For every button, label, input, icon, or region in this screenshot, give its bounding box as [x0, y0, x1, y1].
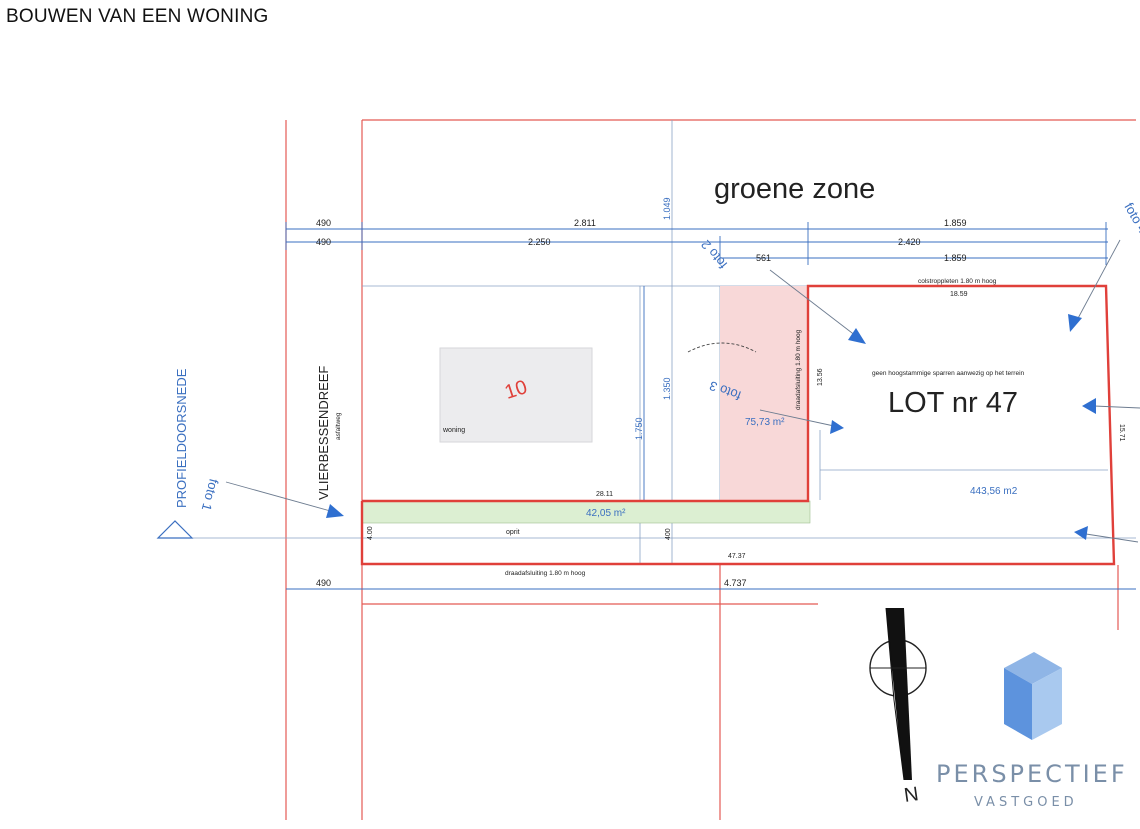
brand-name: PERSPECTIEF: [936, 760, 1128, 788]
compass-label: N: [903, 783, 920, 807]
lot-note: geen hoogstammige sparren aanwezig op he…: [872, 370, 1025, 377]
driveway-area: 42,05 m²: [586, 508, 626, 519]
page-title: BOUWEN VAN EEN WONING: [6, 6, 269, 27]
dim-47-37: 47.37: [728, 553, 746, 560]
dim-400: 400: [665, 528, 672, 540]
house-label: woning: [442, 427, 465, 434]
dim-1859-a: 1.859: [944, 218, 967, 228]
zone-label: groene zone: [714, 173, 875, 205]
dim-13-56: 13.56: [817, 368, 824, 386]
section-marker: [156, 520, 194, 539]
dim-490-c: 490: [316, 578, 331, 588]
dim-18-59: 18.59: [950, 291, 968, 298]
dimension-labels: 490 2.811 1.859 490 2.250 2.420 561 1.85…: [316, 197, 1125, 588]
red-guide-lines: [285, 119, 1136, 820]
shed-zone: [720, 286, 808, 500]
dim-561: 561: [756, 253, 771, 263]
section-label: PROFIELDOORSNEDE: [174, 368, 189, 508]
fence-top-label: colstroppleten 1.80 m hoog: [918, 278, 997, 285]
street-name: VLIERBESSENDREEF: [316, 366, 331, 500]
dim-1049: 1.049: [662, 197, 672, 220]
construction-lines: [160, 120, 1136, 565]
dim-4737: 4.737: [724, 578, 747, 588]
dim-2811: 2.811: [574, 218, 596, 228]
shed-area: 75,73 m²: [745, 417, 785, 428]
dim-490-b: 490: [316, 237, 331, 247]
dim-15-71: 15.71: [1118, 424, 1125, 442]
driveway-label: oprit: [506, 529, 520, 536]
photo-arrows: [225, 239, 1140, 543]
dim-1750: 1.750: [634, 417, 644, 440]
brand-logo-icon: [1004, 652, 1062, 740]
street-sub: asfaltweg: [335, 412, 342, 440]
lot-area: 443,56 m2: [970, 486, 1018, 497]
dim-4-00: 4.00: [367, 526, 374, 540]
photo-4-label: foto 4: [1121, 200, 1140, 236]
house-footprint: [439, 347, 593, 443]
dim-28-11: 28.11: [596, 491, 613, 498]
lot-label: LOT nr 47: [888, 387, 1018, 419]
photo-1-label: foto 1: [199, 477, 222, 512]
north-arrow-icon: [869, 607, 927, 781]
dim-490-a: 490: [316, 218, 331, 228]
fence-side-label: draadafsluiting 1.80 m hoog: [795, 329, 802, 410]
dim-2420: 2.420: [898, 237, 921, 247]
dim-2250: 2.250: [528, 237, 551, 247]
lot-boundary: [360, 284, 1116, 566]
brand-sub: VASTGOED: [974, 795, 1078, 810]
dimension-lines: [285, 222, 1136, 590]
fence-bottom-label: draadafsluiting 1.80 m hoog: [505, 570, 586, 577]
dim-1859-b: 1.859: [944, 253, 967, 263]
dim-1350: 1.350: [662, 377, 672, 400]
